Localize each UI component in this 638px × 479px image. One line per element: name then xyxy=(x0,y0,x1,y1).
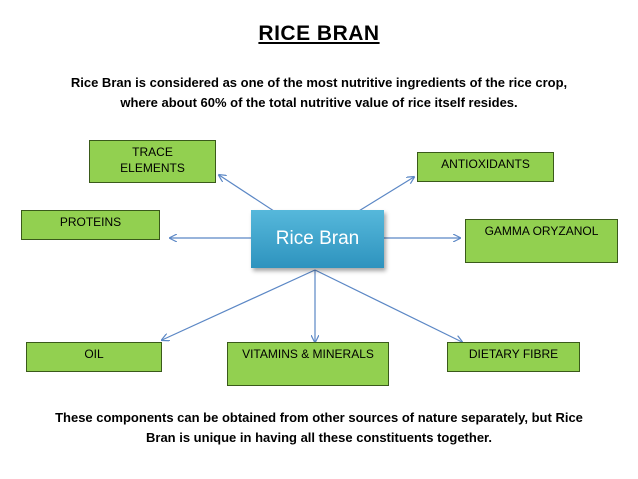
arrow-dietary-fibre xyxy=(314,269,462,342)
node-trace-elements: TRACE ELEMENTS xyxy=(89,140,216,183)
node-vitamins-minerals: VITAMINS & MINERALS xyxy=(227,342,389,386)
intro-line-2: where about 60% of the total nutritive v… xyxy=(120,95,518,110)
arrow-oil xyxy=(162,269,316,340)
footer-line-2: Bran is unique in having all these const… xyxy=(146,430,492,445)
intro-line-1: Rice Bran is considered as one of the mo… xyxy=(70,75,568,90)
center-node-rice-bran: Rice Bran xyxy=(251,210,384,268)
node-oil: OIL xyxy=(26,342,162,372)
node-trace-elements-line-2: ELEMENTS xyxy=(120,161,185,175)
footer-line-1: These components can be obtained from ot… xyxy=(55,410,583,425)
footer-text: These components can be obtained from ot… xyxy=(10,408,628,448)
page-title: RICE BRAN xyxy=(258,22,380,45)
node-dietary-fibre: DIETARY FIBRE xyxy=(447,342,580,372)
intro-text: Rice Bran is considered as one of the mo… xyxy=(20,73,618,113)
node-trace-elements-line-1: TRACE xyxy=(132,145,173,159)
node-proteins: PROTEINS xyxy=(21,210,160,240)
node-gamma-oryzanol: GAMMA ORYZANOL xyxy=(465,219,618,263)
node-antioxidants: ANTIOXIDANTS xyxy=(417,152,554,182)
